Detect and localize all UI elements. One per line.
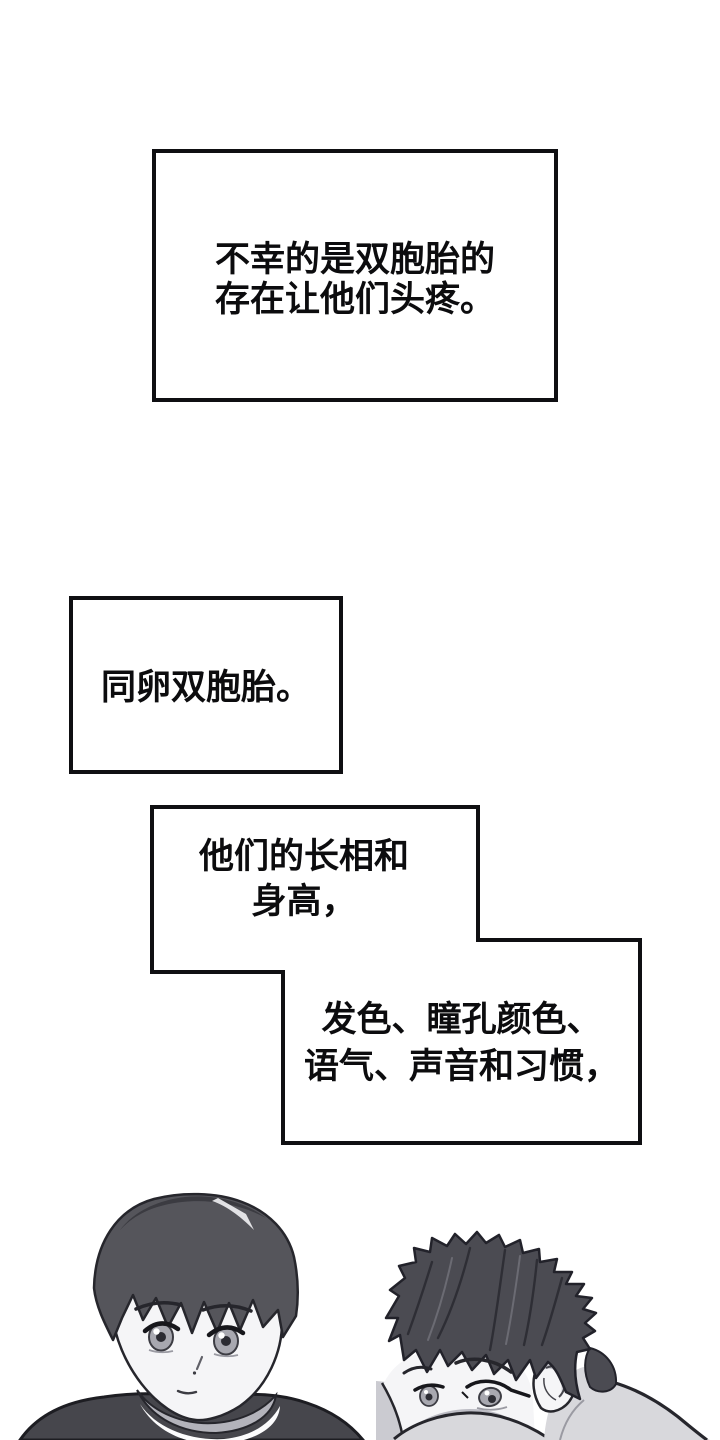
twin-left-nose: [195, 1355, 204, 1371]
narration-text-3-line1: 他们的长相和: [198, 837, 409, 876]
narration-box-3-outline: [150, 805, 642, 1145]
narration-text-1-line1: 不幸的是双胞胎的: [214, 240, 495, 279]
twin-left-hair-highlight: [212, 1198, 254, 1230]
narration-text-3-line2: 身高，: [251, 882, 357, 921]
twin-right-far-shoulder: [376, 1381, 404, 1440]
twin-left-neck: [136, 1389, 278, 1435]
twin-right-collar-seam: [559, 1399, 585, 1440]
narration-text-4: 发色、瞳孔颜色、 语气、声音和习惯，: [283, 996, 640, 1090]
twin-left-hair-shade: [120, 1196, 266, 1230]
narration-box-3: [150, 805, 642, 1145]
narration-text-3: 他们的长相和 身高，: [141, 834, 467, 924]
twin-left-eyebrow-left: [134, 1301, 183, 1311]
twin-left-eye-right: [206, 1325, 246, 1358]
narration-text-1: 不幸的是双胞胎的 存在让他们头疼。: [152, 240, 558, 320]
narration-text-2-line1: 同卵双胞胎。: [100, 668, 311, 707]
twin-right-hair: [384, 1230, 598, 1401]
twin-right-shoulder-line: [611, 1380, 708, 1440]
twin-right-hair-streaks: [427, 1255, 521, 1345]
twin-right-shoulder: [544, 1366, 710, 1440]
narration-text-2: 同卵双胞胎。: [69, 666, 343, 710]
twin-left-eyebrow-right: [201, 1304, 253, 1313]
twin-right-hair-strands: [406, 1246, 564, 1352]
twin-left-nostril: [192, 1371, 197, 1375]
narration-box-2: [69, 596, 343, 774]
twin-left-mouth: [176, 1389, 198, 1395]
twin-right-eyebrow-right: [454, 1357, 513, 1374]
narration-text-1-line2: 存在让他们头疼。: [214, 280, 495, 319]
twin-right-eyebrow-left: [402, 1365, 433, 1375]
narration-text-4-line2: 语气、声音和习惯，: [303, 1047, 619, 1086]
twin-left: [18, 1192, 365, 1440]
twin-right-eye-right: [461, 1379, 531, 1411]
twins-illustration: [18, 1192, 710, 1440]
twin-right-nape-hair: [584, 1346, 618, 1393]
narration-box-1: [152, 149, 558, 402]
twin-right: [376, 1230, 710, 1440]
twin-right-eye-left: [413, 1383, 445, 1407]
twin-left-hair: [92, 1192, 299, 1342]
narration-text-4-line1: 发色、瞳孔颜色、: [321, 1000, 602, 1039]
twin-right-collar-line: [393, 1411, 549, 1440]
twin-left-eye-left: [142, 1321, 181, 1354]
